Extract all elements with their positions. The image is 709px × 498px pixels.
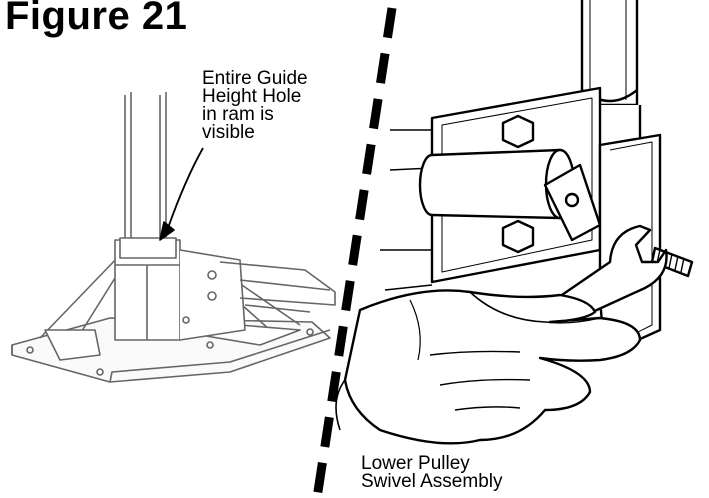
figure-title: Figure 21: [5, 0, 188, 38]
bolt-lower: [501, 219, 535, 254]
guide-hole-arrow: [167, 147, 204, 229]
guide-height-callout: Entire Guide Height Hole in ram is visib…: [202, 68, 308, 143]
bolt-upper: [501, 114, 535, 149]
separator-dashes: [312, 7, 397, 498]
lower-pulley-callout: Lower Pulley Swivel Assembly: [361, 453, 503, 492]
base-assembly-illustration: [11, 92, 336, 383]
pulley-assembly-illustration: [335, 0, 694, 445]
hand: [343, 289, 642, 445]
swivel-pin: [431, 148, 562, 220]
